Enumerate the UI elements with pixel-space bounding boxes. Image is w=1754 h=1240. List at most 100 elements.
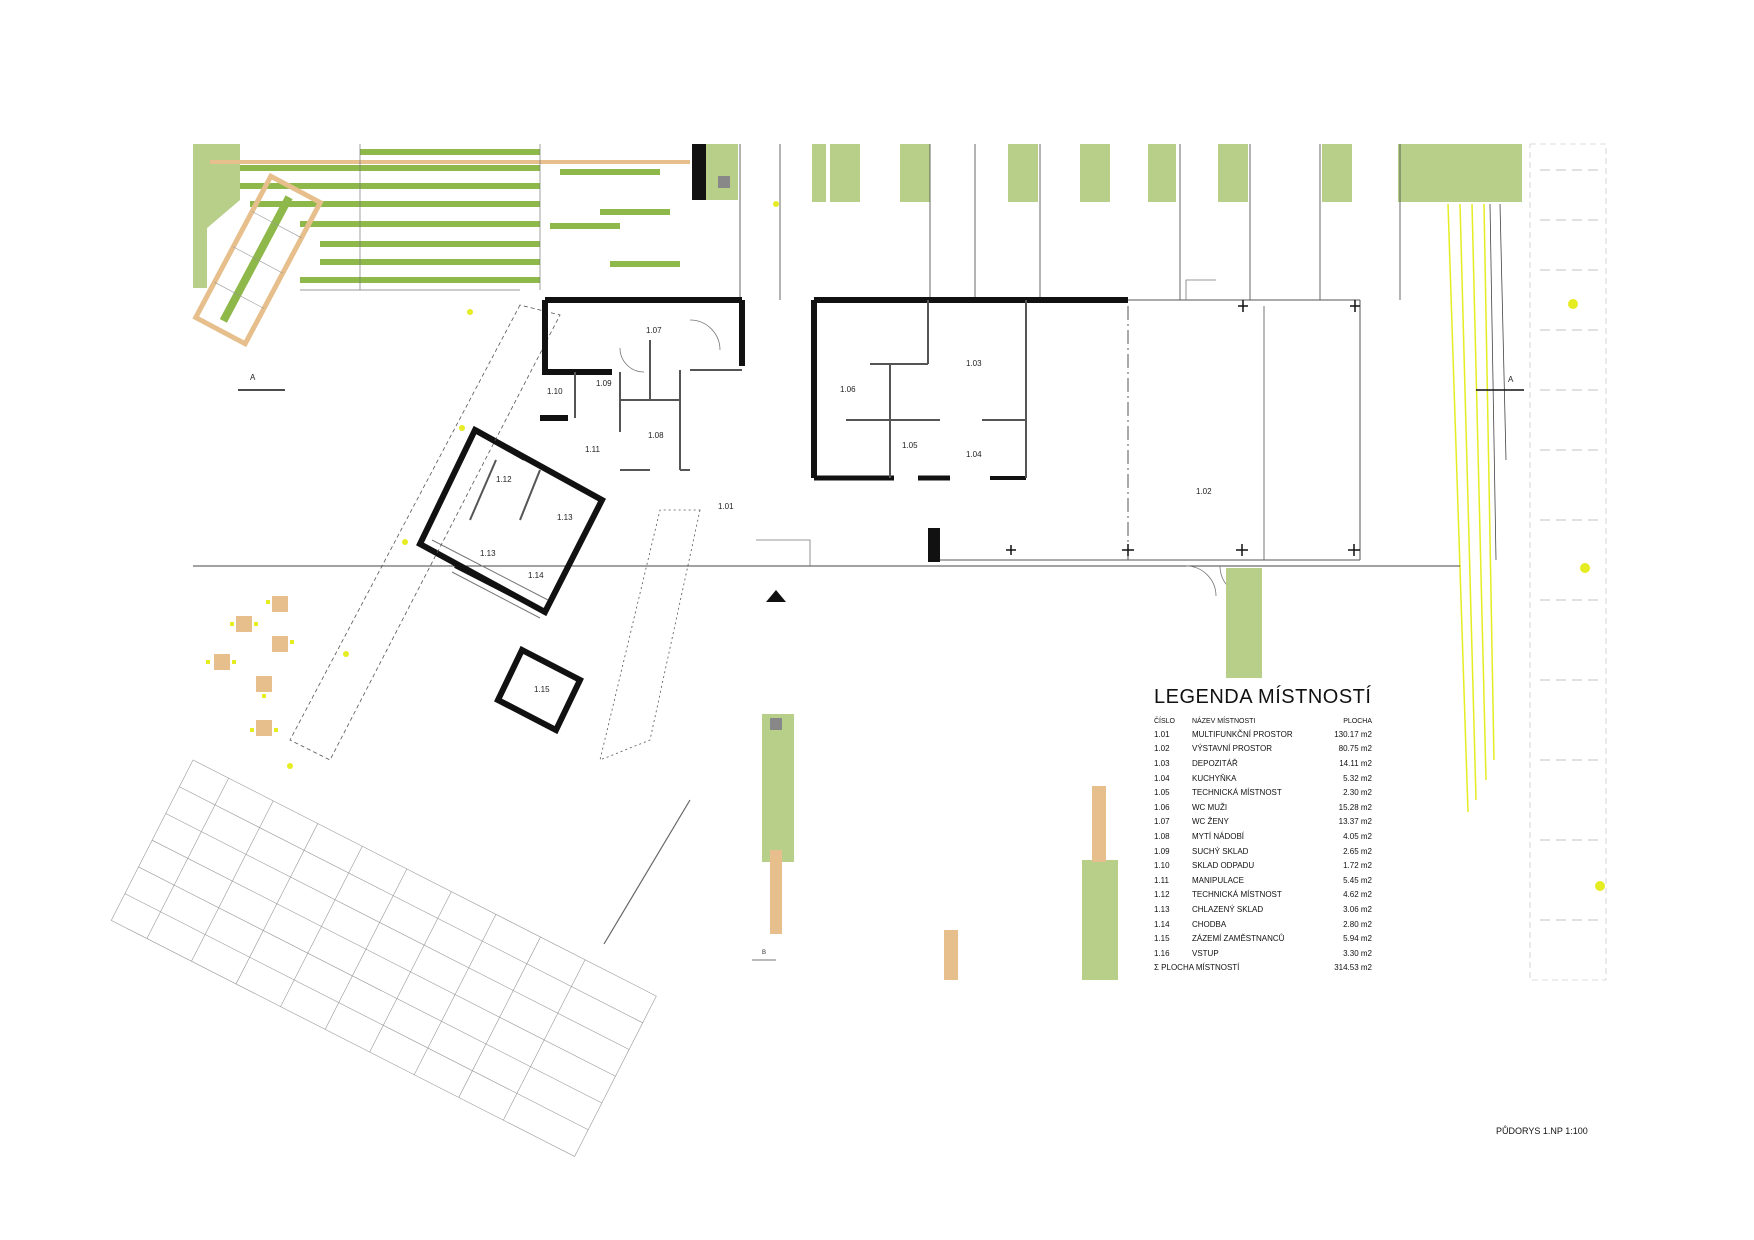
room-label-1-01: 1.01 <box>718 502 734 511</box>
svg-text:B: B <box>762 950 766 956</box>
legend-room-area: 2.30 m2 <box>1343 788 1372 798</box>
svg-text:A: A <box>250 373 256 382</box>
legend-room-number: 1.15 <box>1154 934 1170 944</box>
legend-room-number: 1.03 <box>1154 758 1170 768</box>
lower-left-paving <box>110 759 691 1157</box>
room-label-1-06: 1.06 <box>840 385 856 394</box>
right-paving: A <box>1447 143 1607 981</box>
legend-room-name: ZÁZEMÍ ZAMĚSTNANCŮ <box>1192 934 1285 944</box>
legend-room-name: SKLAD ODPADU <box>1192 861 1255 871</box>
legend-row: 1.06 WC MUŽI 15.28 m2 <box>1154 800 1372 815</box>
legend-room-area: 80.75 m2 <box>1338 744 1372 754</box>
legend-room-name: MYTÍ NÁDOBÍ <box>1192 831 1245 841</box>
legend-header-area: PLOCHA <box>1343 717 1372 725</box>
legend-room-name: KUCHYŇKA <box>1192 773 1237 783</box>
pergola-greenery <box>692 144 1522 300</box>
lower-greenery: B <box>752 568 1262 980</box>
room-label-1-13: 1.13 <box>557 513 573 522</box>
room-label-1-09: 1.09 <box>596 379 612 388</box>
legend-title: LEGENDA MÍSTNOSTÍ <box>1154 686 1372 708</box>
legend-row: 1.08 MYTÍ NÁDOBÍ 4.05 m2 <box>1154 829 1372 844</box>
legend-room-area: 15.28 m2 <box>1338 802 1372 812</box>
legend-total-label: Σ PLOCHA MÍSTNOSTÍ <box>1154 963 1240 973</box>
legend-room-number: 1.07 <box>1154 817 1170 827</box>
legend-row: 1.02 VÝSTAVNÍ PROSTOR 80.75 m2 <box>1154 742 1372 757</box>
legend-room-area: 5.94 m2 <box>1343 934 1372 944</box>
legend-room-name: CHLAZENÝ SKLAD <box>1192 904 1264 914</box>
legend-header-number: ČÍSLO <box>1154 717 1176 725</box>
room-label-1-02: 1.02 <box>1196 487 1212 496</box>
room-label-1-11: 1.11 <box>585 445 601 454</box>
legend-room-number: 1.14 <box>1154 919 1170 929</box>
legend-room-number: 1.11 <box>1154 875 1169 885</box>
legend-room-name: SUCHÝ SKLAD <box>1192 846 1249 856</box>
room-label-1-07: 1.07 <box>646 326 662 335</box>
svg-text:A: A <box>1508 375 1514 384</box>
right-block-walls <box>811 279 1361 597</box>
room-label-1-15: 1.15 <box>534 685 550 694</box>
legend-room-name: VÝSTAVNÍ PROSTOR <box>1192 744 1273 754</box>
room-label-1-04: 1.04 <box>966 450 982 459</box>
legend-header-row: ČÍSLO NÁZEV MÍSTNOSTI PLOCHA <box>1154 715 1372 727</box>
cafe-tables <box>206 309 473 769</box>
legend-room-name: CHODBA <box>1192 919 1227 929</box>
drawing-title: PŮDORYS 1.NP 1:100 <box>1496 1126 1588 1136</box>
room-label-1-13b: 1.13 <box>480 549 496 558</box>
legend-room-number: 1.09 <box>1154 846 1170 856</box>
legend-header-name: NÁZEV MÍSTNOSTI <box>1192 717 1256 725</box>
legend-room-number: 1.08 <box>1154 831 1170 841</box>
service-wing <box>289 304 701 761</box>
upper-terrace: A <box>192 144 690 391</box>
legend-total-area: 314.53 m2 <box>1334 963 1372 973</box>
room-labels: 1.01 1.02 1.03 1.04 1.05 1.06 1.07 1.08 … <box>480 326 1212 694</box>
room-label-1-12: 1.12 <box>496 475 512 484</box>
legend-row: 1.15 ZÁZEMÍ ZAMĚSTNANCŮ 5.94 m2 <box>1154 931 1372 946</box>
legend-room-number: 1.13 <box>1154 904 1170 914</box>
legend-room-number: 1.06 <box>1154 802 1170 812</box>
legend-room-area: 13.37 m2 <box>1338 817 1372 827</box>
room-label-1-14: 1.14 <box>528 571 544 580</box>
room-label-1-05: 1.05 <box>902 441 918 450</box>
legend-room-area: 130.17 m2 <box>1334 729 1372 739</box>
left-block-walls <box>540 297 745 471</box>
legend-row: 1.09 SUCHÝ SKLAD 2.65 m2 <box>1154 844 1372 859</box>
legend-room-name: MANIPULACE <box>1192 875 1245 885</box>
legend-room-name: MULTIFUNKČNÍ PROSTOR <box>1192 729 1293 739</box>
legend-total-row: Σ PLOCHA MÍSTNOSTÍ 314.53 m2 <box>1154 961 1372 976</box>
legend-room-name: WC MUŽI <box>1192 802 1228 812</box>
legend-room-name: TECHNICKÁ MÍSTNOST <box>1192 890 1282 900</box>
legend-room-number: 1.05 <box>1154 788 1170 798</box>
legend-row: 1.16 VSTUP 3.30 m2 <box>1154 946 1372 961</box>
legend-room-area: 5.32 m2 <box>1343 773 1372 783</box>
legend-room-name: WC ŽENY <box>1192 817 1229 827</box>
legend-room-area: 5.45 m2 <box>1343 875 1372 885</box>
room-label-1-10: 1.10 <box>547 387 563 396</box>
legend-room-area: 14.11 m2 <box>1339 758 1372 768</box>
legend-room-area: 3.30 m2 <box>1343 948 1372 958</box>
room-label-1-03: 1.03 <box>966 359 982 368</box>
room-legend: LEGENDA MÍSTNOSTÍ ČÍSLO NÁZEV MÍSTNOSTI … <box>1154 686 1374 975</box>
entrance-arrow <box>756 539 811 602</box>
legend-room-number: 1.12 <box>1154 890 1170 900</box>
section-mark-a-right: A <box>1476 375 1524 391</box>
legend-room-number: 1.10 <box>1154 861 1170 871</box>
legend-room-name: VSTUP <box>1192 948 1219 958</box>
section-mark-a-left: A <box>238 373 285 391</box>
legend-room-number: 1.02 <box>1154 744 1170 754</box>
legend-row: 1.11 MANIPULACE 5.45 m2 <box>1154 873 1372 888</box>
legend-row: 1.07 WC ŽENY 13.37 m2 <box>1154 815 1372 830</box>
legend-room-name: TECHNICKÁ MÍSTNOST <box>1192 788 1282 798</box>
legend-room-area: 2.65 m2 <box>1343 846 1372 856</box>
legend-room-number: 1.16 <box>1154 948 1170 958</box>
legend-room-area: 4.05 m2 <box>1343 831 1372 841</box>
room-label-1-08: 1.08 <box>648 431 664 440</box>
section-mark-b: B <box>752 950 776 961</box>
